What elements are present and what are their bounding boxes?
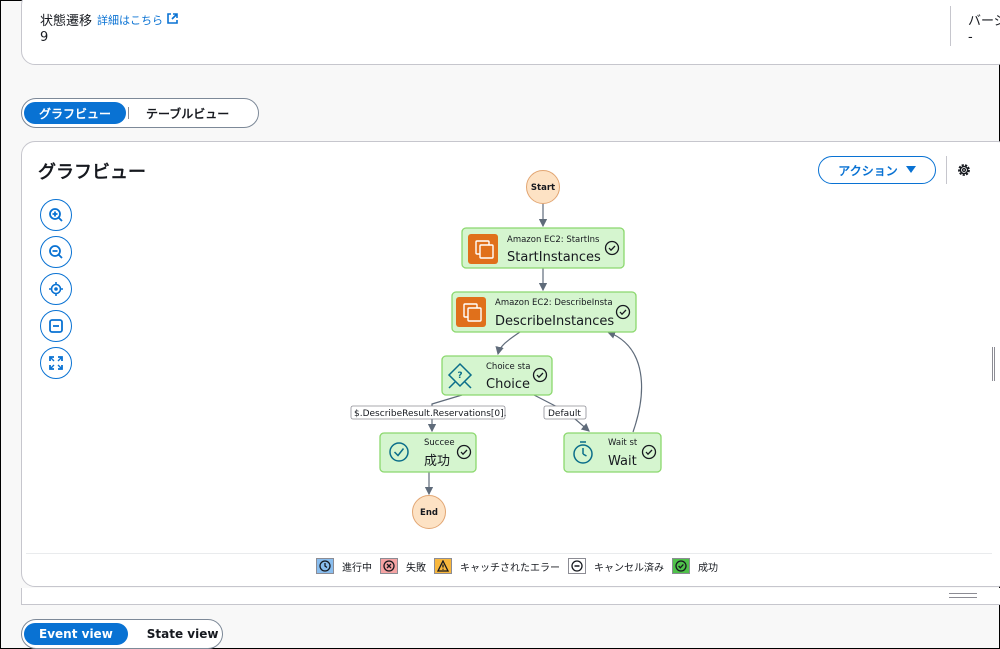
node-startinstances[interactable]: Amazon EC2: StartIns StartInstances	[461, 227, 625, 269]
event-state-toggle: Event view State view	[21, 619, 223, 649]
zoom-out-button[interactable]	[40, 236, 72, 268]
node-name-label: Choice	[486, 377, 530, 392]
edge-wait-to-describe	[606, 330, 643, 433]
execution-summary-card: 状態遷移 詳細はこちら 9 バージ -	[21, 0, 1000, 65]
end-label: End	[420, 508, 438, 518]
zoom-in-button[interactable]	[40, 199, 72, 231]
warning-icon	[437, 560, 449, 572]
node-name-label: Wait	[608, 454, 637, 469]
node-name-label: 成功	[424, 454, 450, 469]
edge-label-default: Default	[543, 405, 587, 420]
tab-event-view[interactable]: Event view	[24, 623, 128, 645]
ec2-service-icon	[468, 234, 498, 264]
svg-text:?: ?	[457, 371, 462, 381]
version-value: -	[968, 30, 973, 45]
node-type-label: Choice sta	[486, 362, 530, 372]
node-type-label: Amazon EC2: DescribeInsta	[495, 298, 613, 308]
minus-circle-icon	[571, 560, 583, 572]
view-toggle: グラフビュー テーブルビュー	[21, 98, 259, 128]
collapse-icon	[49, 319, 63, 333]
tab-state-view[interactable]: State view	[146, 627, 219, 641]
stopwatch-icon	[573, 441, 593, 464]
node-choice[interactable]: ? Choice sta Choice	[441, 355, 553, 396]
tab-table-view[interactable]: テーブルビュー	[146, 106, 230, 121]
graph-panel-title: グラフビュー	[38, 162, 146, 183]
edge-label-choice-rule: $.DescribeResult.Reservations[0].	[350, 405, 507, 420]
svg-text:Default: Default	[548, 409, 581, 419]
fit-screen-icon	[49, 356, 63, 370]
graph-view-panel: グラフビュー アクション	[21, 141, 1000, 587]
node-describeinstances[interactable]: Amazon EC2: DescribeInsta DescribeInstan…	[451, 291, 637, 333]
legend-item-caught-error: キャッチされたエラー	[434, 558, 560, 574]
svg-text:$.DescribeResult.Reservations[: $.DescribeResult.Reservations[0].	[354, 409, 507, 419]
zoom-out-icon	[49, 245, 63, 259]
node-succeed[interactable]: Succee 成功	[379, 432, 477, 473]
caret-down-icon	[905, 166, 916, 173]
node-type-label: Amazon EC2: StartIns	[507, 235, 600, 245]
zoom-in-icon	[49, 208, 63, 222]
edge-describe-to-choice	[495, 331, 521, 356]
summary-divider	[950, 6, 951, 46]
collapse-button[interactable]	[40, 310, 72, 342]
start-label: Start	[531, 183, 555, 193]
start-node[interactable]: Start	[526, 170, 560, 204]
legend-item-failed: 失敗	[380, 558, 426, 574]
panel-resize-handle[interactable]	[992, 347, 995, 381]
events-resize-handle[interactable]	[949, 593, 977, 598]
edge-choice-to-succeed	[427, 394, 463, 433]
ec2-service-icon	[456, 297, 486, 327]
actions-dropdown-button[interactable]: アクション	[818, 156, 936, 184]
succeed-state-icon	[389, 442, 409, 462]
state-transitions-label: 状態遷移	[40, 14, 93, 29]
legend-item-in-progress: 進行中	[316, 558, 372, 574]
tab-graph-view[interactable]: グラフビュー	[24, 102, 127, 124]
choice-state-icon: ?	[447, 362, 473, 389]
state-machine-graph: Start Amazon EC2: StartIns StartInstance…	[350, 170, 662, 529]
gear-icon[interactable]	[956, 162, 972, 178]
clock-icon	[319, 560, 331, 572]
center-button[interactable]	[40, 273, 72, 305]
actions-label: アクション	[838, 163, 898, 178]
x-circle-icon	[383, 560, 395, 572]
external-link-icon[interactable]	[166, 12, 179, 25]
events-panel-strip	[21, 588, 1000, 605]
node-name-label: StartInstances	[507, 250, 601, 265]
state-transitions-value: 9	[40, 30, 49, 45]
end-node[interactable]: End	[412, 495, 446, 529]
check-circle-icon	[675, 560, 687, 572]
center-icon	[49, 282, 63, 296]
fit-screen-button[interactable]	[40, 347, 72, 379]
legend-item-succeeded: 成功	[672, 558, 718, 574]
learn-more-link[interactable]: 詳細はこちら	[97, 14, 163, 27]
status-legend: 進行中 失敗 キャッチされたエラー キャンセル済み 成功	[316, 556, 726, 576]
legend-item-cancelled: キャンセル済み	[568, 558, 664, 574]
node-wait[interactable]: Wait st Wait	[563, 432, 662, 473]
node-type-label: Succee	[424, 438, 455, 448]
node-type-label: Wait st	[608, 438, 638, 448]
version-label: バージ	[968, 14, 1000, 29]
node-name-label: DescribeInstances	[495, 314, 614, 329]
